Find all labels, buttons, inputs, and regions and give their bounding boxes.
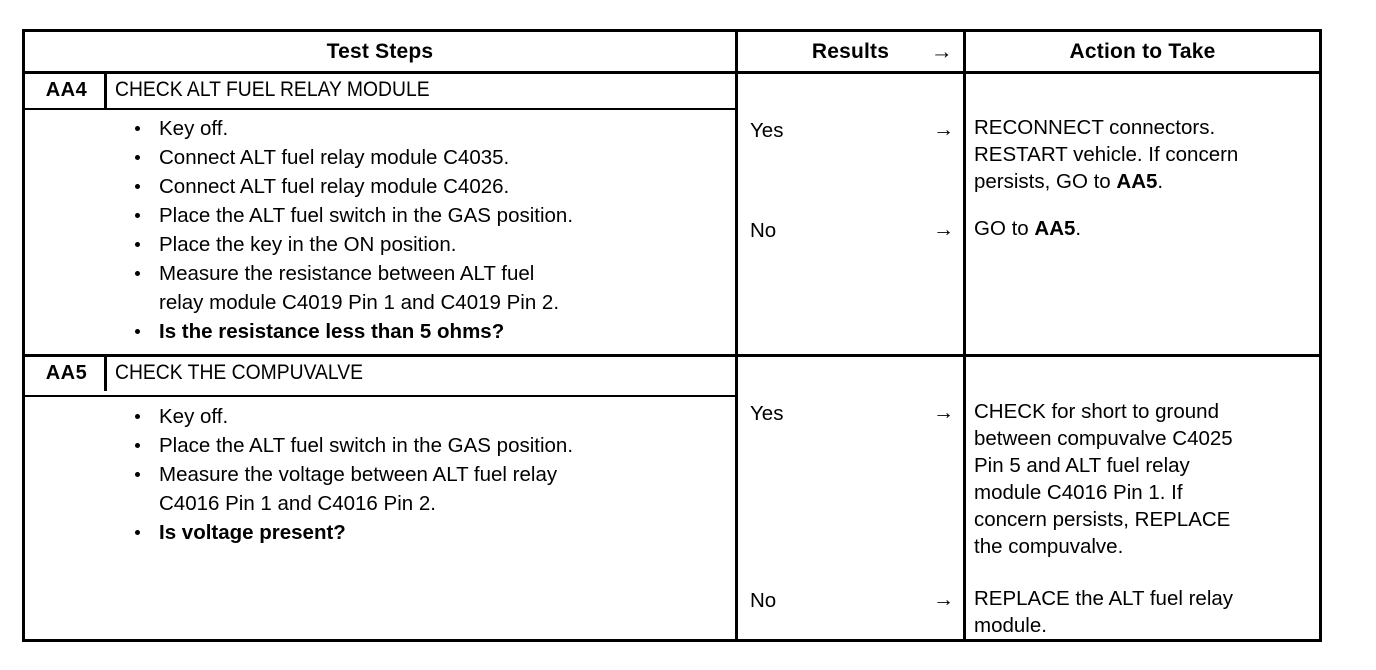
- list-item-question: Is the resistance less than 5 ohms?: [25, 317, 735, 346]
- step-bullet-list-aa5: Key off. Place the ALT fuel switch in th…: [25, 402, 735, 547]
- result-no-aa4: No →: [738, 218, 963, 245]
- column-divider-action: [963, 32, 966, 639]
- step-title-aa5: CHECK THE COMPUVALVE: [115, 361, 363, 384]
- step-id-label: AA4: [45, 78, 88, 101]
- action-text-yes-aa4: RECONNECT connectors. RESTART vehicle. I…: [974, 114, 1324, 195]
- step-title-aa4: CHECK ALT FUEL RELAY MODULE: [115, 78, 430, 101]
- column-header-action-label: Action to Take: [1069, 39, 1216, 63]
- arrow-right-icon: →: [930, 37, 953, 63]
- action-text-yes-aa5: CHECK for short to ground between compuv…: [974, 398, 1324, 560]
- action-step-ref: AA5: [1034, 217, 1076, 240]
- list-item: Key off.: [25, 114, 735, 143]
- step-id-box-aa4: AA4: [29, 72, 107, 108]
- action-text-part: GO to: [974, 217, 1035, 240]
- result-yes-aa4: Yes →: [738, 118, 963, 145]
- list-item-question: Is voltage present?: [25, 518, 735, 547]
- action-text-part: RECONNECT connectors. RESTART vehicle. I…: [974, 116, 1239, 193]
- list-item: Place the key in the ON position.: [25, 230, 735, 259]
- step-row-divider: [25, 354, 1319, 357]
- list-item: Measure the voltage between ALT fuel rel…: [25, 460, 735, 518]
- list-item: Measure the resistance between ALT fuel …: [25, 259, 735, 317]
- arrow-right-icon: →: [933, 218, 954, 241]
- column-header-results-label: Results: [811, 39, 890, 63]
- action-text-part: CHECK for short to ground between compuv…: [974, 400, 1233, 558]
- column-divider-results: [735, 32, 738, 639]
- arrow-right-icon: →: [933, 118, 954, 141]
- list-item: Place the ALT fuel switch in the GAS pos…: [25, 431, 735, 460]
- arrow-right-icon: →: [933, 588, 954, 611]
- column-header-test-steps: Test Steps: [25, 32, 735, 71]
- column-header-test-steps-label: Test Steps: [326, 39, 434, 63]
- result-label: No: [750, 589, 777, 612]
- pinpoint-test-table: Test Steps Results → Action to Take AA4 …: [22, 29, 1322, 642]
- action-text-no-aa5: REPLACE the ALT fuel relay module.: [974, 585, 1324, 639]
- list-item: Key off.: [25, 402, 735, 431]
- action-text-no-aa4: GO to AA5.: [974, 215, 1324, 242]
- step-bullet-list-aa4: Key off. Connect ALT fuel relay module C…: [25, 114, 735, 346]
- result-yes-aa5: Yes →: [738, 401, 963, 428]
- action-text-part: .: [1157, 170, 1164, 193]
- step-title-divider-aa5: [25, 395, 735, 397]
- header-row-divider: [25, 71, 1319, 74]
- list-item: Connect ALT fuel relay module C4026.: [25, 172, 735, 201]
- step-title-divider-aa4: [25, 108, 735, 110]
- step-id-box-aa5: AA5: [29, 355, 107, 391]
- result-no-aa5: No →: [738, 588, 963, 615]
- action-text-part: REPLACE the ALT fuel relay module.: [974, 587, 1234, 637]
- list-item: Place the ALT fuel switch in the GAS pos…: [25, 201, 735, 230]
- action-step-ref: AA5: [1116, 170, 1158, 193]
- result-label: Yes: [750, 119, 784, 142]
- step-id-label: AA5: [45, 361, 88, 384]
- column-header-action-to-take: Action to Take: [966, 32, 1319, 71]
- result-label: No: [750, 219, 777, 242]
- arrow-right-icon: →: [933, 401, 954, 424]
- result-label: Yes: [750, 402, 784, 425]
- column-header-results: Results →: [738, 32, 963, 71]
- list-item: Connect ALT fuel relay module C4035.: [25, 143, 735, 172]
- action-text-part: .: [1075, 217, 1082, 240]
